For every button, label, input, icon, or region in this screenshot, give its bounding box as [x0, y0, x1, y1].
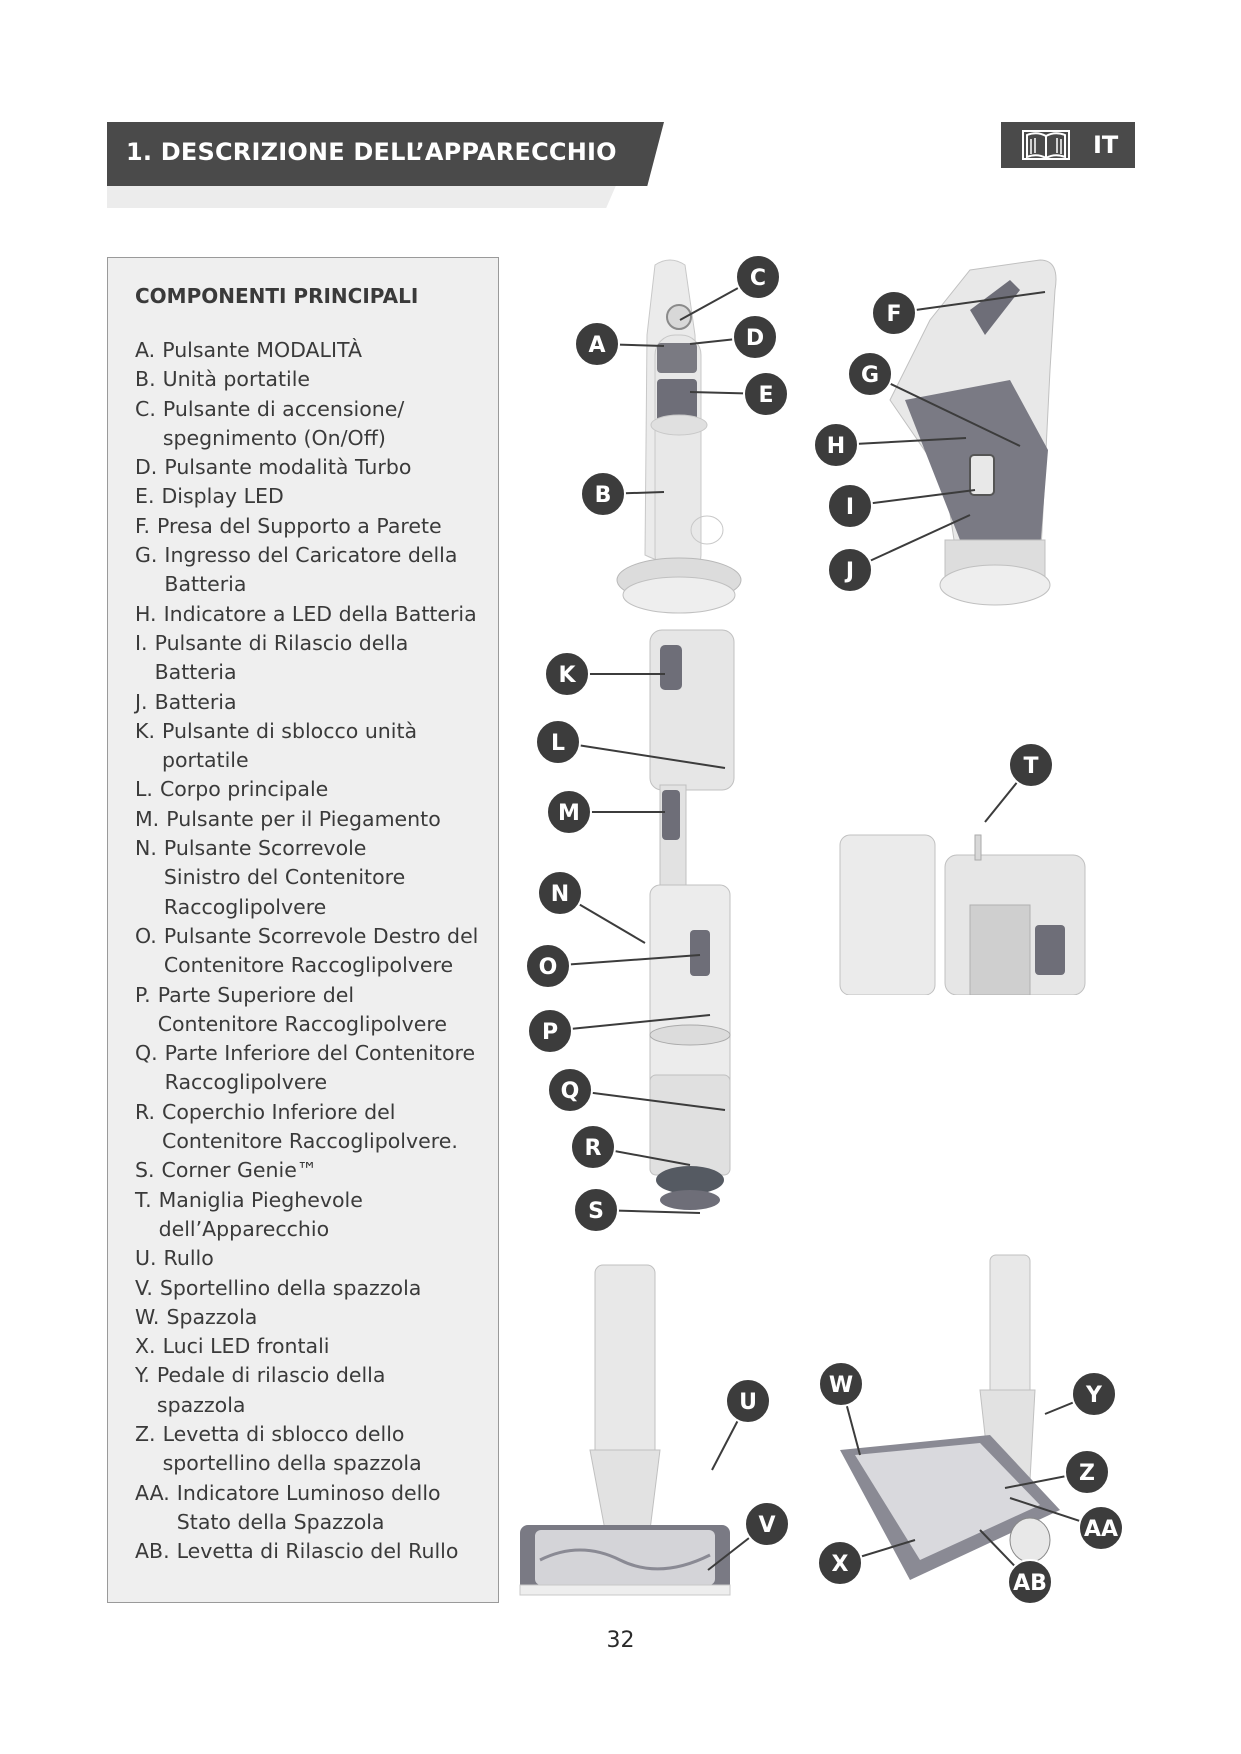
- callout-q: Q: [548, 1068, 592, 1112]
- callout-label: K: [558, 663, 576, 688]
- callout-z: Z: [1065, 1450, 1109, 1494]
- callout-w: W: [819, 1362, 863, 1406]
- callout-a: A: [575, 322, 619, 366]
- callout-label: AA: [1084, 1517, 1118, 1542]
- callout-label: L: [551, 731, 565, 756]
- callout-label: H: [827, 434, 845, 459]
- callout-x: X: [818, 1541, 862, 1585]
- callout-n: N: [538, 871, 582, 915]
- callout-ab: AB: [1008, 1560, 1052, 1604]
- callout-label: S: [588, 1199, 604, 1224]
- callout-label: N: [551, 882, 569, 907]
- callout-label: X: [832, 1552, 849, 1577]
- callout-d: D: [733, 315, 777, 359]
- callout-p: P: [528, 1009, 572, 1053]
- callout-label: AB: [1013, 1571, 1047, 1596]
- callout-k: K: [545, 652, 589, 696]
- callout-c: C: [736, 255, 780, 299]
- callout-h: H: [814, 423, 858, 467]
- callout-l: L: [536, 720, 580, 764]
- callout-m: M: [547, 790, 591, 834]
- callout-label: W: [829, 1373, 853, 1398]
- callout-label: Z: [1079, 1461, 1095, 1486]
- callout-e: E: [744, 372, 788, 416]
- callout-label: Q: [561, 1079, 580, 1104]
- callout-label: I: [846, 495, 854, 520]
- callout-leader-l: [558, 742, 725, 768]
- callout-s: S: [574, 1188, 618, 1232]
- callout-r: R: [571, 1125, 615, 1169]
- callout-leader-p: [550, 1015, 710, 1031]
- callout-y: Y: [1072, 1372, 1116, 1416]
- callout-label: D: [746, 326, 764, 351]
- callout-b: B: [581, 472, 625, 516]
- callout-label: G: [861, 363, 879, 388]
- callout-f: F: [872, 291, 916, 335]
- callout-leader-q: [570, 1090, 725, 1110]
- callout-label: M: [558, 801, 580, 826]
- callout-label: P: [542, 1020, 558, 1045]
- page-number: 32: [0, 1628, 1241, 1653]
- callout-v: V: [745, 1502, 789, 1546]
- callout-label: U: [739, 1390, 757, 1415]
- callout-label: T: [1023, 754, 1038, 779]
- callout-label: O: [539, 955, 558, 980]
- callout-label: R: [585, 1136, 602, 1161]
- callout-label: E: [758, 383, 773, 408]
- callout-leader-g: [870, 374, 1020, 446]
- callout-i: I: [828, 484, 872, 528]
- callout-j: J: [828, 548, 872, 592]
- callout-t: T: [1009, 743, 1053, 787]
- callout-label: V: [758, 1513, 775, 1538]
- callout-o: O: [526, 944, 570, 988]
- callout-aa: AA: [1079, 1506, 1123, 1550]
- callout-g: G: [848, 352, 892, 396]
- callout-label: F: [886, 302, 901, 327]
- callout-label: A: [588, 333, 605, 358]
- callout-label: J: [844, 559, 854, 584]
- callout-label: B: [595, 483, 612, 508]
- callout-label: C: [750, 266, 766, 291]
- callout-u: U: [726, 1379, 770, 1423]
- callout-label: Y: [1085, 1383, 1103, 1408]
